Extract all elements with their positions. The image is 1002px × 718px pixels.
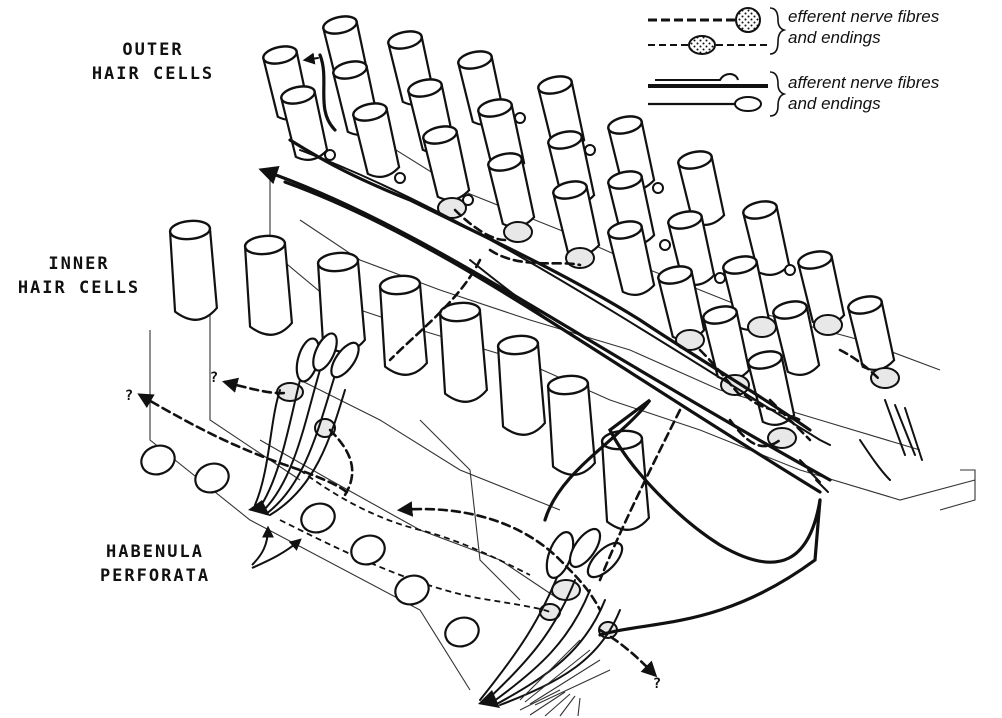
outer-hair-cell (352, 101, 401, 180)
legend-brace-afferent (770, 72, 784, 116)
question-mark-upper: ? (205, 366, 225, 390)
outer-hair-cells-label: OUTER HAIR CELLS (78, 38, 228, 86)
question-mark-bottom: ? (648, 672, 668, 696)
question-mark-left: ? (120, 384, 140, 408)
afferent-ending (325, 150, 335, 160)
efferent-ending (814, 315, 842, 335)
outer-hair-cell (847, 294, 896, 373)
legend-afferent-line-1-text: afferent nerve fibres (788, 72, 998, 93)
afferent-ending (715, 273, 725, 283)
inner-cell-bundle-left (248, 330, 364, 516)
afferent-ending (585, 145, 595, 155)
legend-efferent-ending-1 (736, 8, 760, 32)
afferent-ending (660, 240, 670, 250)
inner-hair-cell (495, 334, 545, 436)
afferent-ending (515, 113, 525, 123)
legend-efferent-line-1-text: efferent nerve fibres (788, 6, 998, 27)
legend-symbols (648, 8, 784, 116)
inner-hair-cells-line-2: HAIR CELLS (4, 276, 154, 300)
afferent-ending (653, 183, 663, 193)
legend-efferent-line-2-text: and endings (788, 27, 998, 48)
legend-efferent-ending-2 (689, 36, 715, 54)
afferent-ending (395, 173, 405, 183)
legend-afferent-text: afferent nerve fibres and endings (788, 72, 998, 114)
habenula-perforata-label: HABENULA PERFORATA (70, 540, 240, 588)
outer-hair-cells-line-1: OUTER (78, 38, 228, 62)
efferent-ending (552, 580, 580, 600)
afferent-ending (463, 195, 473, 205)
inner-hair-cell (242, 234, 292, 336)
outer-hair-cells-line-2: HAIR CELLS (78, 62, 228, 86)
outer-hair-cell (487, 151, 536, 230)
habenula-perforata-line-2: PERFORATA (70, 564, 240, 588)
inner-hair-cells-line-1: INNER (4, 252, 154, 276)
legend-afferent-line-2-text: and endings (788, 93, 998, 114)
outer-hair-cell (422, 124, 471, 203)
legend-brace-efferent (770, 8, 784, 54)
efferent-ending (871, 368, 899, 388)
efferent-ending (748, 317, 776, 337)
efferent-ending (721, 375, 749, 395)
legend-afferent-ending (735, 97, 761, 111)
inner-hair-cells-label: INNER HAIR CELLS (4, 252, 154, 300)
inner-hair-cell (167, 219, 217, 321)
inner-hair-cell (437, 301, 487, 403)
inner-hair-cell (377, 274, 427, 376)
afferent-ending (785, 265, 795, 275)
efferent-ending (504, 222, 532, 242)
legend-efferent-text: efferent nerve fibres and endings (788, 6, 998, 48)
habenula-perforata-line-1: HABENULA (70, 540, 240, 564)
